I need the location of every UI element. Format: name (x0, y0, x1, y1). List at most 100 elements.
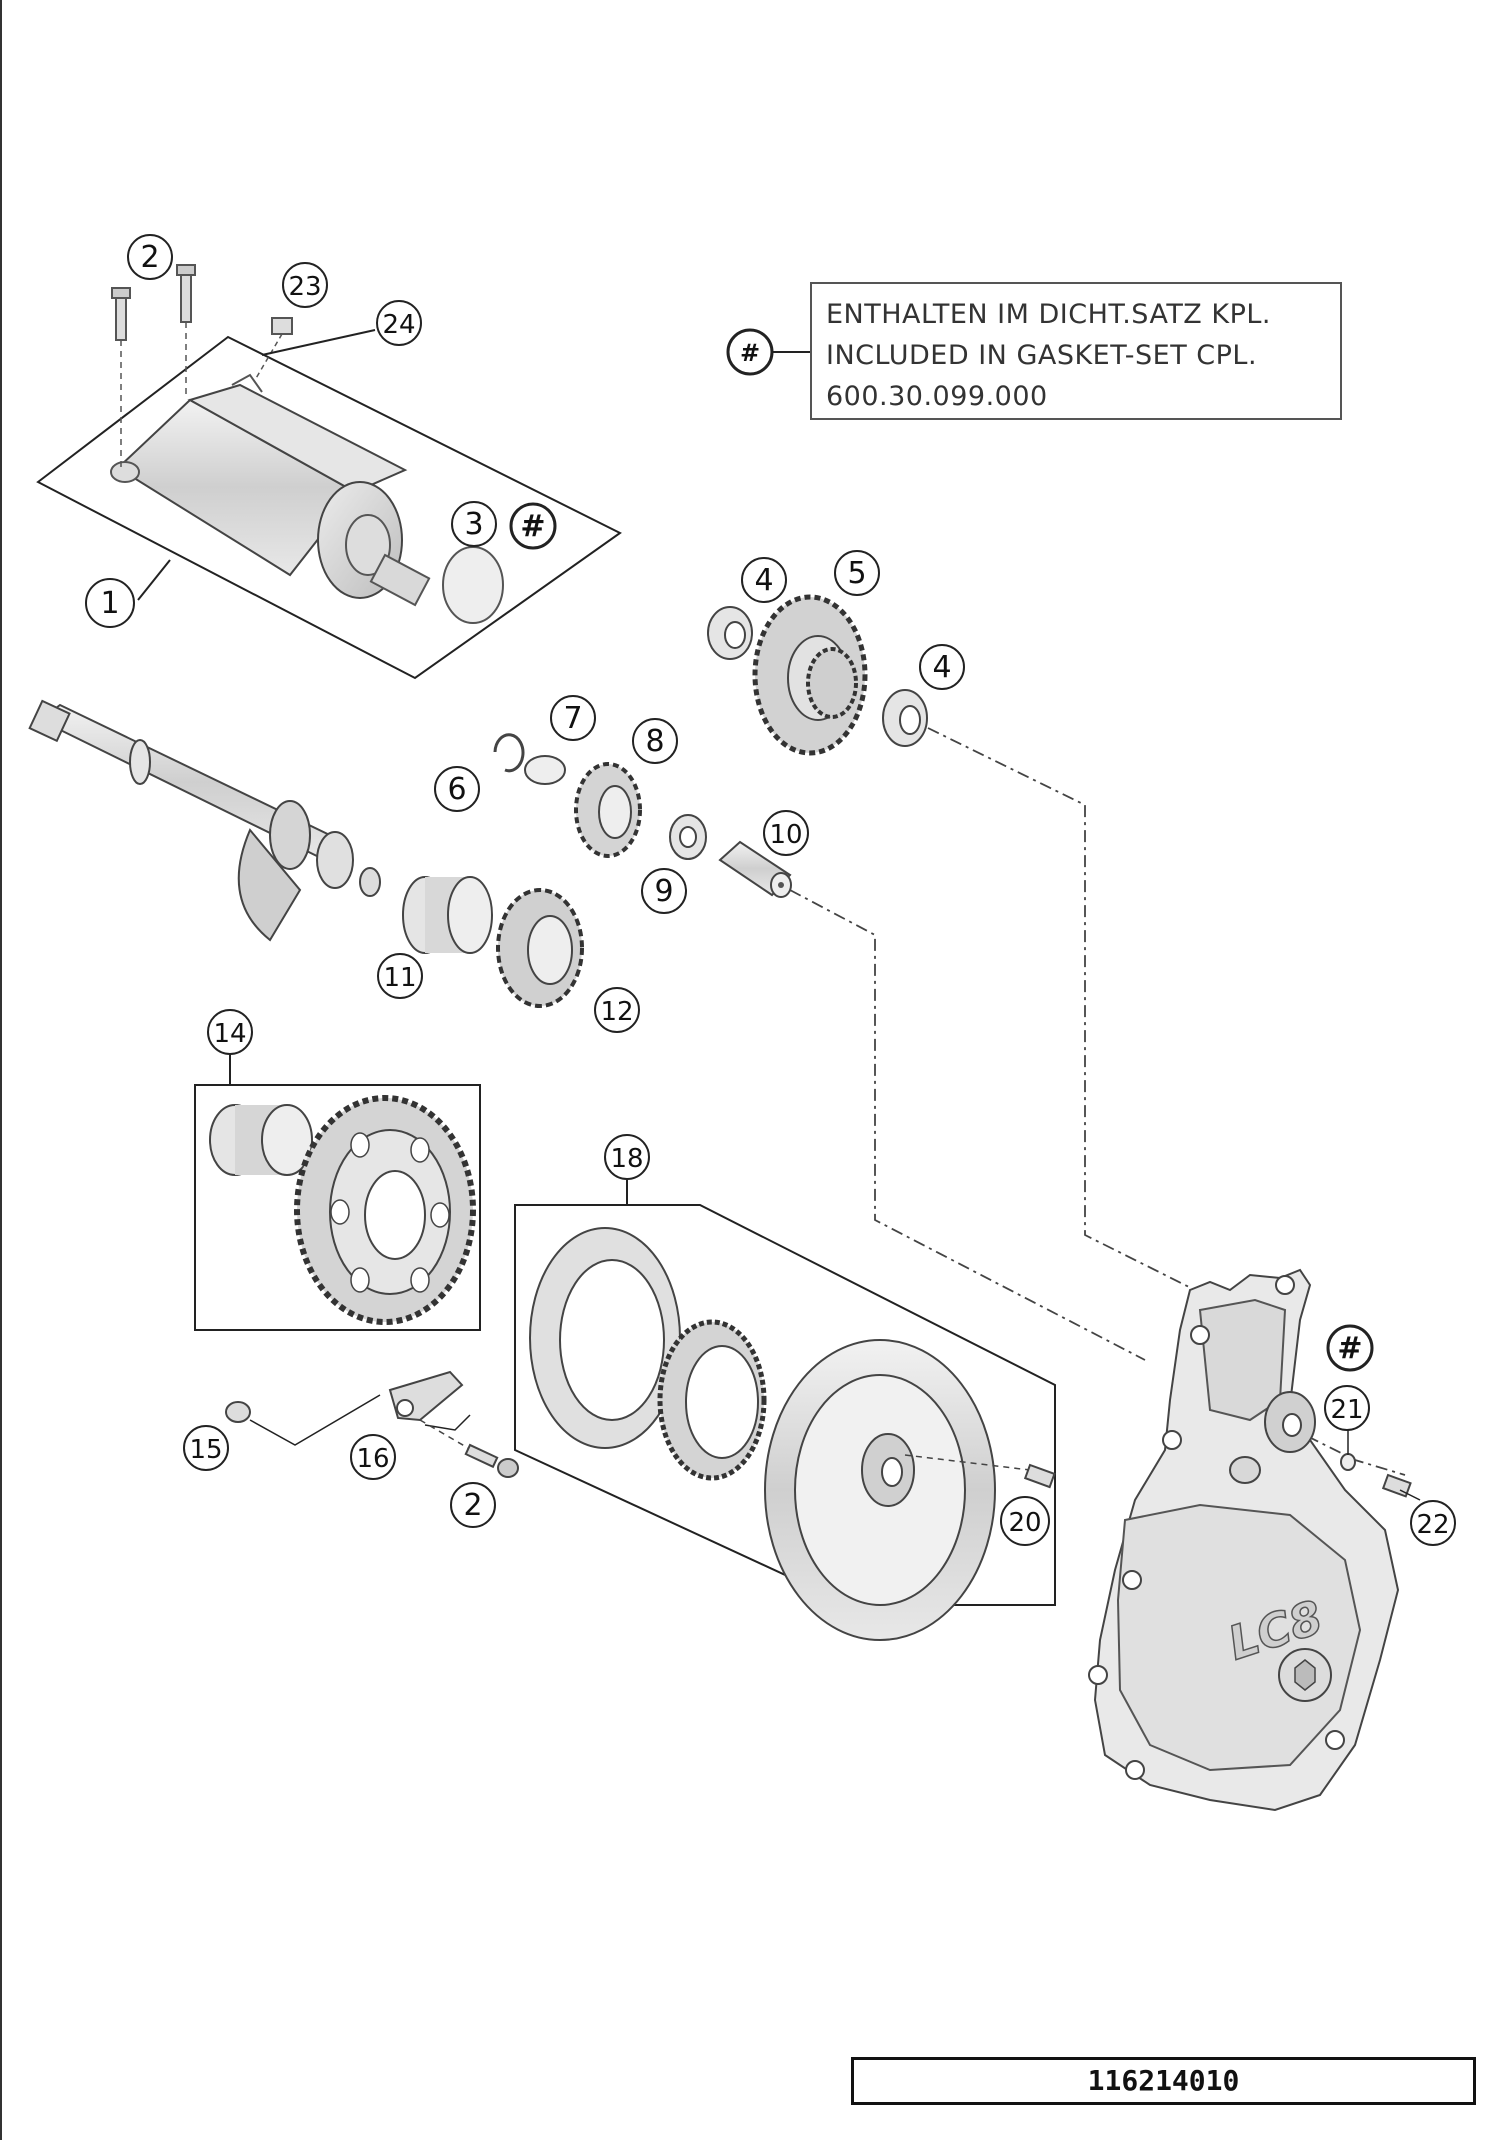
callout-c4a: 4 (741, 557, 787, 603)
callout-label: 23 (288, 272, 321, 302)
callout-circle (1324, 1385, 1370, 1431)
rotor-flywheel (764, 1339, 1031, 1641)
callout-c7: 7 (550, 695, 596, 741)
callout-c1: 1 (85, 578, 135, 628)
callout-c15: 15 (183, 1425, 229, 1471)
callout-circle (377, 953, 423, 999)
needle-bearing-11 (402, 876, 493, 954)
callout-circle (376, 300, 422, 346)
callout-circle (85, 578, 135, 628)
callout-c3h: # (509, 502, 557, 550)
terminal-nut-23 (254, 317, 293, 381)
callout-circle (550, 695, 596, 741)
callout-label: 3 (464, 507, 483, 542)
note-line-part-number: 600.30.099.000 (826, 381, 1048, 412)
callout-circle (1410, 1500, 1456, 1546)
shaft-10 (718, 840, 792, 898)
leader-line-15 (249, 1394, 381, 1446)
callout-label: 12 (600, 997, 633, 1027)
callout-circle (207, 1009, 253, 1055)
callout-label: 24 (382, 310, 415, 340)
bolt-22 (1381, 1473, 1421, 1501)
gear-8 (574, 762, 642, 858)
callout-c10: 10 (763, 810, 809, 856)
callout-label: # (520, 509, 545, 544)
callout-circle (1000, 1496, 1050, 1546)
callout-c21: 21 (1324, 1385, 1370, 1431)
callout-c2b: 2 (450, 1482, 496, 1528)
callout-label: 4 (754, 563, 773, 598)
callout-c24: 24 (376, 300, 422, 346)
callout-c16: 16 (350, 1434, 396, 1480)
callout-circle (1326, 1324, 1374, 1372)
callout-label: 22 (1416, 1510, 1449, 1540)
lever-16 (388, 1370, 464, 1422)
callout-label: 16 (356, 1444, 389, 1474)
callout-label: 14 (213, 1019, 246, 1049)
callout-label: 21 (1330, 1395, 1363, 1425)
callout-label: 9 (654, 874, 673, 909)
diagram-code-box: 116214010 (851, 2057, 1476, 2105)
bearing-9 (669, 814, 707, 860)
crankshaft (28, 699, 381, 942)
gasket-set-note: ENTHALTEN IM DICHT.SATZ KPL. INCLUDED IN… (810, 282, 1342, 420)
leader-line-16 (424, 1414, 471, 1431)
starter-motor (110, 373, 431, 607)
note-line-en: INCLUDED IN GASKET-SET CPL. (826, 340, 1258, 371)
stator-plate (529, 1227, 681, 1449)
callout-circle (641, 868, 687, 914)
leader-line-1 (137, 559, 171, 601)
callout-label: 2 (140, 240, 159, 275)
callout-c8: 8 (632, 718, 678, 764)
rotor-screw-20 (1023, 1463, 1056, 1489)
callout-circle (594, 987, 640, 1033)
callout-label: 1 (100, 586, 119, 621)
callout-circle (763, 810, 809, 856)
callout-circle (834, 550, 880, 596)
starter-gear (294, 1095, 476, 1325)
callout-circle (741, 557, 787, 603)
rotor-group-frame (514, 1204, 1056, 1606)
note-symbol: # (740, 339, 760, 367)
diagram-code: 116214010 (1087, 2064, 1240, 2097)
starter-screws (111, 264, 196, 470)
callout-label: 6 (447, 772, 466, 807)
callout-c22: 22 (1410, 1500, 1456, 1546)
callout-c2a: 2 (127, 234, 173, 280)
callout-label: 8 (645, 724, 664, 759)
callout-c23: 23 (282, 262, 328, 308)
callout-c20: 20 (1000, 1496, 1050, 1546)
callout-label: 2 (463, 1488, 482, 1523)
note-line-de: ENTHALTEN IM DICHT.SATZ KPL. (826, 299, 1271, 330)
callout-c18: 18 (604, 1134, 650, 1180)
callout-label: 18 (610, 1144, 643, 1174)
callout-label: 20 (1008, 1508, 1041, 1538)
callout-circle (450, 1482, 496, 1528)
callout-c6: 6 (434, 766, 480, 812)
freewheel-ring (657, 1319, 767, 1481)
callout-c4b: 4 (919, 644, 965, 690)
left-border-rule (0, 0, 2, 2140)
starter-gear-frame (194, 1084, 481, 1331)
callout-label: 7 (563, 701, 582, 736)
callout-label: 15 (189, 1435, 222, 1465)
callout-c9: 9 (641, 868, 687, 914)
ignition-cover (1088, 1268, 1400, 1812)
callout-circle (127, 234, 173, 280)
bearing-4-right (882, 689, 928, 747)
freewheel-bearing-14 (209, 1104, 313, 1176)
callout-label: 10 (769, 820, 802, 850)
callout-circle (509, 502, 557, 550)
bearing-4-left (707, 606, 753, 660)
circlip-6 (493, 733, 525, 773)
screw-2-lower (419, 1419, 519, 1478)
callout-circle (350, 1434, 396, 1480)
callout-c11: 11 (377, 953, 423, 999)
bolt-15 (225, 1401, 251, 1423)
callout-circle (919, 644, 965, 690)
callout-c12: 12 (594, 987, 640, 1033)
washer-21 (1340, 1453, 1356, 1471)
callout-c3: 3 (451, 501, 497, 547)
